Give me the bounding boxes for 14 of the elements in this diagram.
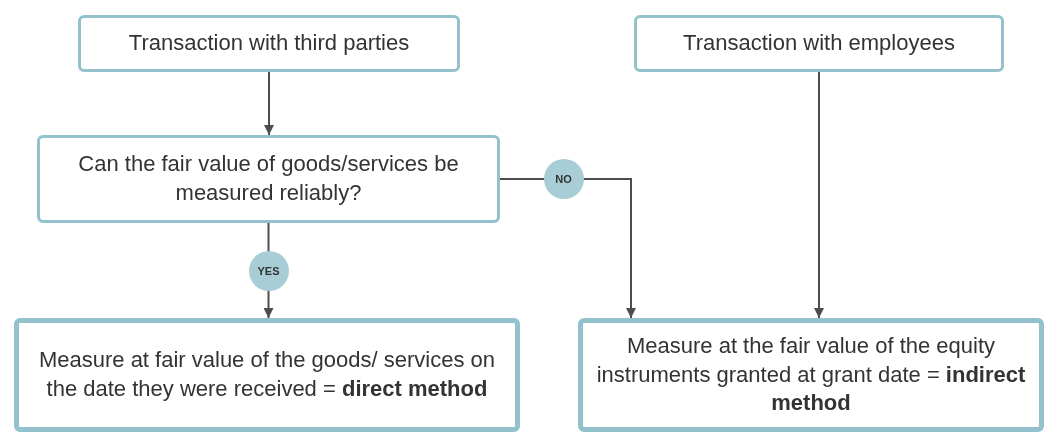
box-text: Transaction with third parties xyxy=(128,29,410,58)
process-box xyxy=(78,15,460,72)
result-box xyxy=(578,318,1044,432)
box-text: Transaction with employees xyxy=(683,29,955,58)
edge-label: YES xyxy=(248,250,289,291)
box-text: Can the fair value of goods/services be measured reliably? xyxy=(77,150,460,207)
arrow xyxy=(264,71,274,136)
decision-box xyxy=(37,135,500,223)
arrow xyxy=(814,71,824,319)
edge-label: NO xyxy=(543,159,584,199)
result-box xyxy=(14,318,520,432)
process-box xyxy=(634,15,1004,72)
box-text: Measure at fair value of the goods/ services on the date they were received = direct method xyxy=(37,346,497,403)
box-text: Measure at the fair value of the equity instruments granted at grant date = indirect method xyxy=(595,332,1027,418)
